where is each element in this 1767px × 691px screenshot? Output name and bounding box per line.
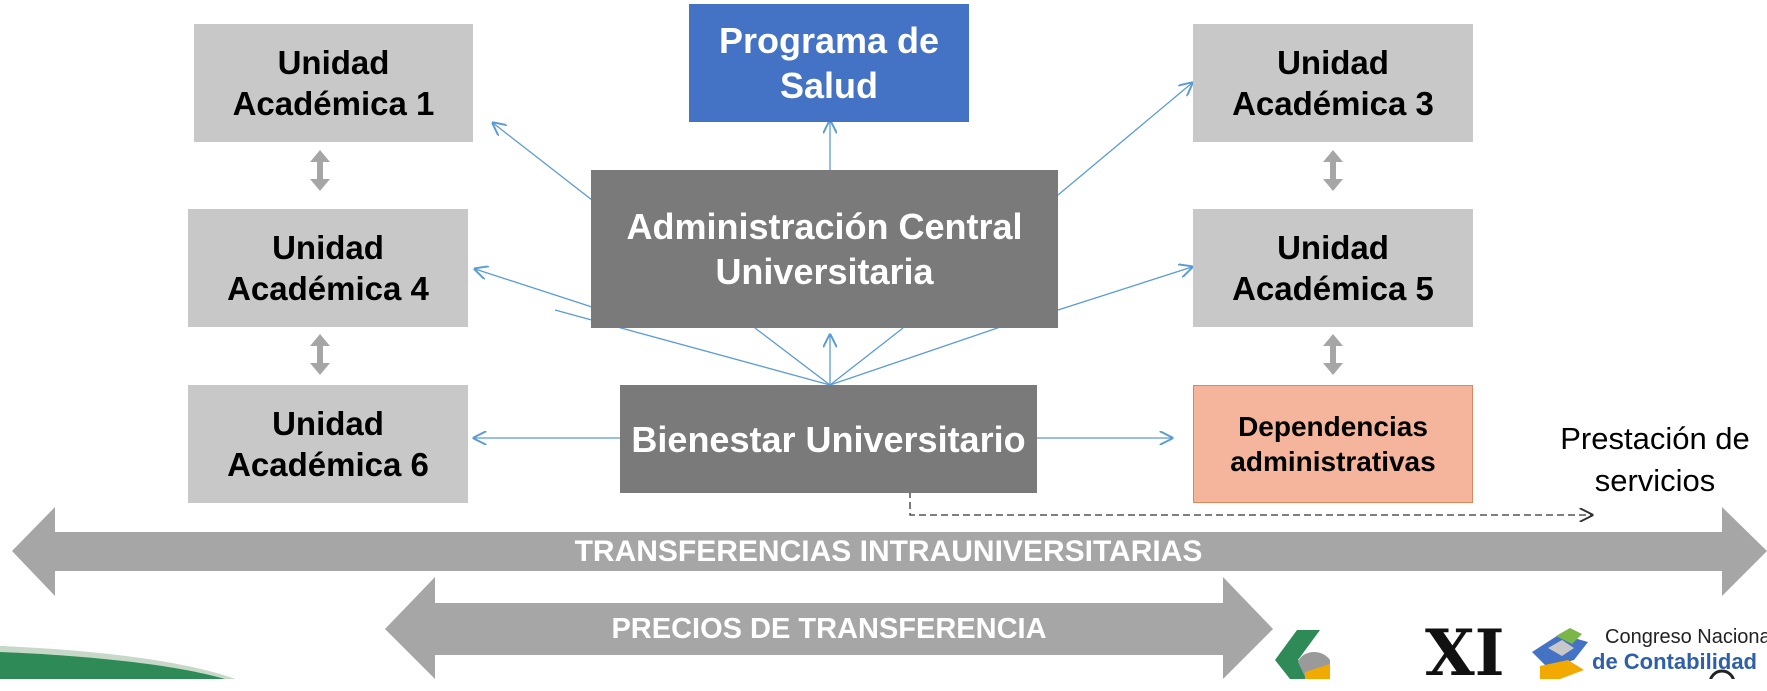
box-unidad-1: Unidad Académica 1 [194,24,473,142]
band-label-transferencias: TRANSFERENCIAS INTRAUNIVERSITARIAS [574,535,1203,568]
conference-logo-mark [1275,630,1330,679]
label-unidad-5: Unidad Académica 5 [1232,228,1434,307]
arrow-admin-to-u5 [1057,267,1192,311]
arrow-admin-to-u3 [1057,83,1192,196]
arrow-admin-to-u4 [475,269,593,308]
label-unidad-3: Unidad Académica 3 [1232,43,1434,122]
line-bien-a [754,327,831,386]
band-transferencias [12,507,1767,596]
box-unidad-5: Unidad Académica 5 [1193,209,1473,327]
dashed-prestacion-arrow [909,491,1592,515]
logo-line2: de Contabilidad [1592,649,1757,674]
double-arrow-u3-u5 [1323,150,1343,191]
line-bien-u5 [829,321,1016,386]
label-programa-salud: Programa de Salud [718,20,940,106]
band-label-precios: PRECIOS DE TRANSFERENCIA [611,613,1047,645]
label-unidad-1: Unidad Académica 1 [232,43,435,122]
vertical-double-arrows [310,150,1343,375]
line-bien-b [829,327,904,386]
box-admin-central: Administración Central Universitaria [591,170,1058,328]
label-bienestar: Bienestar Universitario [631,418,1026,460]
box-programa-salud: Programa de Salud [689,4,969,122]
double-arrow-u5-dep [1323,334,1343,375]
arrow-admin-to-u1 [493,123,593,201]
label-dependencias: Dependencias administrativas [1230,411,1436,477]
box-dependencias: Dependencias administrativas [1193,385,1473,503]
double-arrow-u1-u4 [310,150,330,191]
logo-numeral: XI [1425,616,1505,691]
label-admin-central: Administración Central Universitaria [626,206,1023,292]
double-arrow-u4-u6 [310,334,330,375]
box-unidad-6: Unidad Académica 6 [188,385,468,503]
box-unidad-3: Unidad Académica 3 [1193,24,1473,142]
prestacion-label: Prestación de servicios [1560,421,1750,498]
label-unidad-6: Unidad Académica 6 [227,404,429,483]
box-unidad-4: Unidad Académica 4 [188,209,468,327]
logo-line1: Congreso Nacional [1605,626,1767,648]
label-unidad-4: Unidad Académica 4 [227,228,429,307]
emblem-circle-icon [1709,669,1735,679]
map-emblem-icon [1532,628,1588,679]
band-precios [385,577,1273,679]
box-bienestar: Bienestar Universitario [620,385,1037,493]
